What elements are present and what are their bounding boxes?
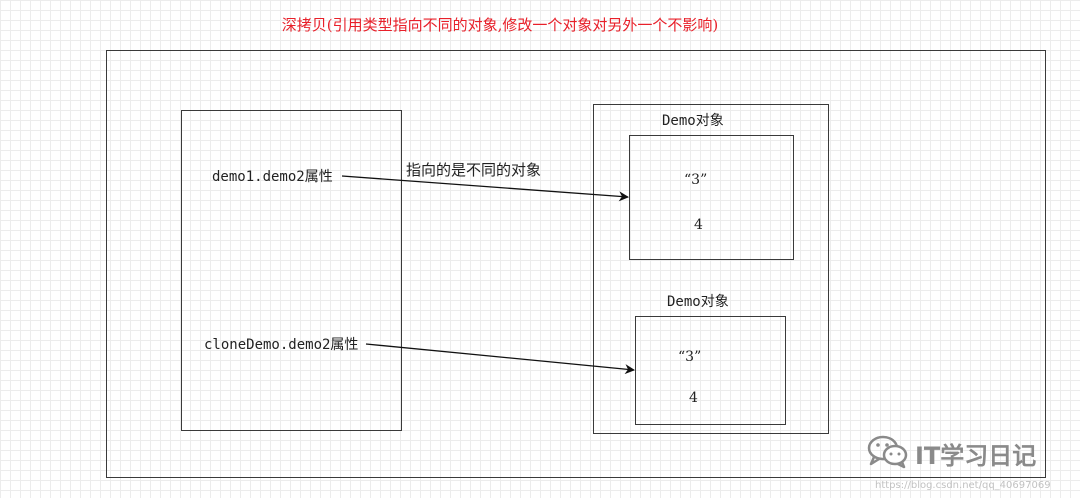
object1-box xyxy=(629,135,794,260)
left-panel xyxy=(181,110,402,431)
object2-number-value: 4 xyxy=(689,390,698,406)
object1-number-value: 4 xyxy=(694,217,703,233)
object2-heading: Demo对象 xyxy=(667,294,729,310)
arrow-clonedemo-to-object2 xyxy=(365,343,635,375)
watermark-url: https://blog.csdn.net/qq_40697069 xyxy=(875,480,1051,491)
diagram-title: 深拷贝(引用类型指向不同的对象,修改一个对象对另外一个不影响) xyxy=(281,16,719,34)
object2-box xyxy=(635,316,786,425)
arrow-label: 指向的是不同的对象 xyxy=(406,161,542,179)
field-demo1-demo2: demo1.demo2属性 xyxy=(212,169,333,185)
field-clonedemo-demo2: cloneDemo.demo2属性 xyxy=(204,337,359,353)
object1-string-value: “3” xyxy=(684,172,708,188)
object1-heading: Demo对象 xyxy=(662,113,724,129)
outer-frame xyxy=(106,50,1046,478)
wechat-icon xyxy=(867,435,908,469)
watermark-text: IT学习日记 xyxy=(915,442,1037,470)
arrow-demo1-to-object1 xyxy=(341,175,629,202)
right-container xyxy=(593,104,829,434)
object2-string-value: “3” xyxy=(678,349,702,365)
